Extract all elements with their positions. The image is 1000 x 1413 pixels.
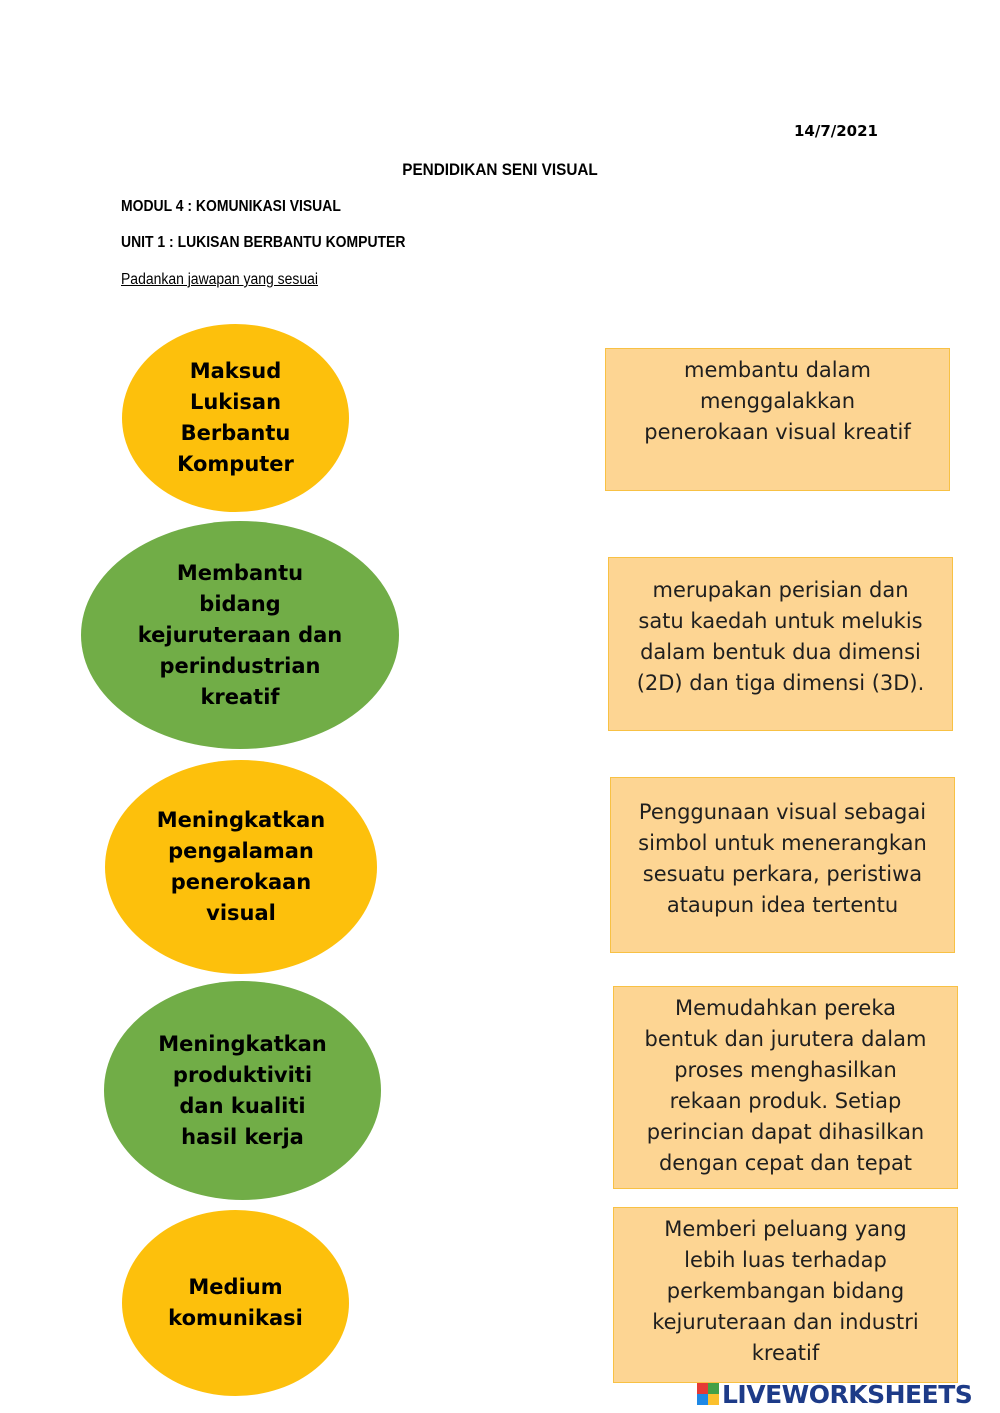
- oval-label: Meningkatkan pengalaman penerokaan visua…: [156, 808, 326, 925]
- instruction-text: Padankan jawapan yang sesuai: [121, 271, 319, 288]
- liveworksheets-logo: LIVEWORKSHEETS: [697, 1379, 973, 1409]
- module-heading: MODUL 4 : KOMUNIKASI VISUAL: [121, 198, 341, 215]
- box-label: membantu dalam menggalakkan penerokaan v…: [644, 358, 911, 444]
- oval-label: Membantu bidang kejuruteraan dan perindu…: [137, 560, 343, 709]
- liveworksheets-logo-icon: [697, 1383, 719, 1405]
- match-oval-3[interactable]: Meningkatkan pengalaman penerokaan visua…: [105, 760, 377, 974]
- match-box-4[interactable]: Memudahkan pereka bentuk dan jurutera da…: [613, 986, 958, 1189]
- match-oval-1[interactable]: Maksud Lukisan Berbantu Komputer: [122, 324, 349, 512]
- unit-heading: UNIT 1 : LUKISAN BERBANTU KOMPUTER: [121, 234, 406, 251]
- match-box-2[interactable]: merupakan perisian dan satu kaedah untuk…: [608, 557, 953, 731]
- page-title: PENDIDIKAN SENI VISUAL: [402, 160, 598, 179]
- date: 14/7/2021: [793, 122, 878, 140]
- box-label: Memberi peluang yang lebih luas terhadap…: [652, 1217, 919, 1365]
- match-oval-2[interactable]: Membantu bidang kejuruteraan dan perindu…: [81, 521, 399, 749]
- liveworksheets-logo-text: LIVEWORKSHEETS: [722, 1379, 973, 1409]
- oval-label: Maksud Lukisan Berbantu Komputer: [177, 359, 294, 476]
- match-oval-4[interactable]: Meningkatkan produktiviti dan kualiti ha…: [104, 981, 381, 1200]
- match-box-5[interactable]: Memberi peluang yang lebih luas terhadap…: [613, 1207, 958, 1383]
- match-oval-5[interactable]: Medium komunikasi: [122, 1210, 349, 1396]
- box-label: Penggunaan visual sebagai simbol untuk m…: [638, 800, 927, 917]
- box-label: merupakan perisian dan satu kaedah untuk…: [636, 578, 925, 695]
- oval-label: Medium komunikasi: [168, 1275, 303, 1330]
- oval-label: Meningkatkan produktiviti dan kualiti ha…: [158, 1031, 327, 1149]
- match-box-1[interactable]: membantu dalam menggalakkan penerokaan v…: [605, 348, 950, 491]
- box-label: Memudahkan pereka bentuk dan jurutera da…: [644, 996, 927, 1175]
- match-box-3[interactable]: Penggunaan visual sebagai simbol untuk m…: [610, 777, 955, 953]
